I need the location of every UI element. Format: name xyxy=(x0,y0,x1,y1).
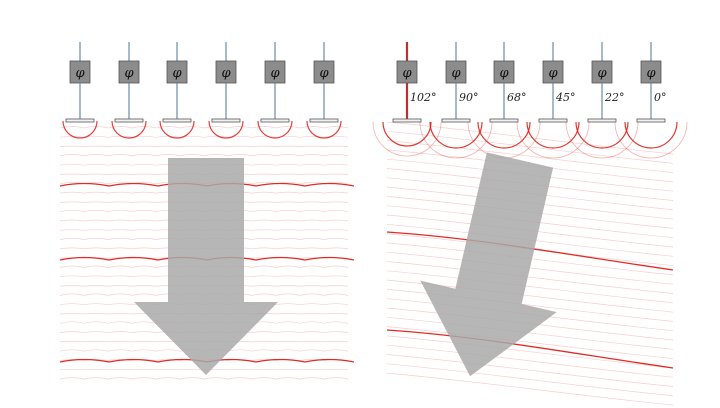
phase-symbol: φ xyxy=(499,66,509,81)
figure.left_panel-emitter-arc xyxy=(257,120,293,139)
phase-angle-label: 45° xyxy=(555,91,576,104)
figure.right_panel-emitter-arc xyxy=(382,121,432,147)
beam-arrow-group xyxy=(420,152,557,377)
beam-direction-arrow-steered xyxy=(420,152,557,377)
antenna-element xyxy=(587,118,617,123)
figure.right_panel-emitter-arc-outer xyxy=(565,121,639,159)
figure.right_panel-faint-wavefront xyxy=(386,130,674,164)
figure.left_panel-emitter: φ xyxy=(260,42,290,123)
figure.right_panel-faint-wavefront xyxy=(386,289,674,322)
phase-symbol: φ xyxy=(75,66,85,81)
figure.right_panel-emitter: φ 45° xyxy=(538,42,576,123)
figure.right_panel-emitter: φ 0° xyxy=(636,42,667,123)
figure.right_panel-emitter: φ 68° xyxy=(489,42,527,123)
antenna-element xyxy=(211,118,241,123)
figure.right_panel-faint-wavefront xyxy=(386,335,674,369)
figure.left_panel-emitter: φ xyxy=(162,42,192,123)
figure.left_panel-emitter-arc xyxy=(306,120,342,139)
figure.left_panel-faint-wavefront xyxy=(59,154,349,157)
figure.left_panel-emitter-arc xyxy=(159,120,195,139)
figure.right_panel-emitter-arc xyxy=(429,121,483,149)
phase-symbol: φ xyxy=(270,66,280,81)
figure.right_panel-emitter-arc-outer xyxy=(614,121,688,159)
figure.right_panel-near-field-arcs xyxy=(372,121,688,159)
figure.right_panel-emitter-arc xyxy=(575,121,629,149)
figure.left_panel-near-field-arcs xyxy=(62,120,342,139)
phase-symbol: φ xyxy=(402,66,412,81)
phase-angle-label: 102° xyxy=(410,91,437,104)
figure.right_panel-faint-wavefront xyxy=(386,344,674,378)
phase-symbol: φ xyxy=(124,66,134,81)
phase-symbol: φ xyxy=(597,66,607,81)
antenna-element xyxy=(309,118,339,123)
figure.right_panel-emitter: φ 102° xyxy=(392,42,437,123)
figure.left_panel-emitter-arc xyxy=(111,120,147,139)
figure.left_panel-faint-wavefront xyxy=(59,377,349,380)
phase-angle-label: 22° xyxy=(604,91,625,104)
figure.right_panel-emitter-arc-outer xyxy=(372,121,442,157)
figure.right_panel-faint-wavefront xyxy=(386,279,674,313)
figure.right_panel-emitter-arc xyxy=(624,121,678,149)
figure.right_panel-emitter-arc-outer xyxy=(516,121,590,159)
figure.right_panel-faint-wavefront xyxy=(386,354,674,387)
figure.left_panel-emitter-arc xyxy=(62,120,98,139)
antenna-element xyxy=(162,118,192,123)
figure.left_panel-emitter: φ xyxy=(114,42,144,123)
figure.right_panel-emitter: φ 22° xyxy=(587,42,625,123)
antenna-element xyxy=(260,118,290,123)
phase-angle-label: 90° xyxy=(459,91,479,104)
figure.right_panel-faint-wavefront xyxy=(386,140,674,173)
phase-symbol: φ xyxy=(221,66,231,81)
figure.right_panel-faint-wavefront xyxy=(386,326,674,359)
phase-angle-label: 68° xyxy=(507,91,527,104)
phase-symbol: φ xyxy=(548,66,558,81)
figure.right_panel-emitter-arc xyxy=(526,121,580,149)
figure.right_panel-wavefront-line xyxy=(386,329,674,369)
antenna-element xyxy=(538,118,568,123)
antenna-element xyxy=(441,118,471,123)
phase-symbol: φ xyxy=(319,66,329,81)
antenna-element xyxy=(114,118,144,123)
figure.left_panel-faint-wavefront xyxy=(59,145,349,147)
figure.right_panel-emitter: φ 90° xyxy=(441,42,479,123)
figure.left_panel-emitter: φ xyxy=(65,42,95,123)
figure.right_panel-emitter-arc-outer xyxy=(419,121,493,159)
figure.right_panel-faint-wavefront xyxy=(386,121,674,155)
right-panel-steered-phase: φ 102° φ 90° φ 68° φ 45° φ 22° φ 0° xyxy=(372,42,688,406)
phase-angle-label: 0° xyxy=(654,91,667,104)
phase-symbol: φ xyxy=(451,66,461,81)
antenna-element xyxy=(636,118,666,123)
figure.left_panel-faint-wavefront xyxy=(59,126,349,129)
antenna-element xyxy=(392,118,422,123)
antenna-element xyxy=(489,118,519,123)
phase-symbol: φ xyxy=(646,66,656,81)
figure.right_panel-faint-wavefront xyxy=(386,270,674,304)
figure.left_panel-emitter: φ xyxy=(309,42,339,123)
figure.left_panel-emitter: φ xyxy=(211,42,241,123)
figure.right_panel-faint-wavefront xyxy=(386,363,674,397)
antenna-element xyxy=(65,118,95,123)
figure.right_panel-faint-wavefront xyxy=(386,372,674,406)
figure.right_panel-emitter-arc xyxy=(477,121,531,149)
beam-direction-arrow-straight xyxy=(134,158,278,375)
figure.left_panel-faint-wavefront xyxy=(59,135,349,138)
figure.left_panel-emitter-arc xyxy=(208,120,244,139)
phase-symbol: φ xyxy=(172,66,182,81)
